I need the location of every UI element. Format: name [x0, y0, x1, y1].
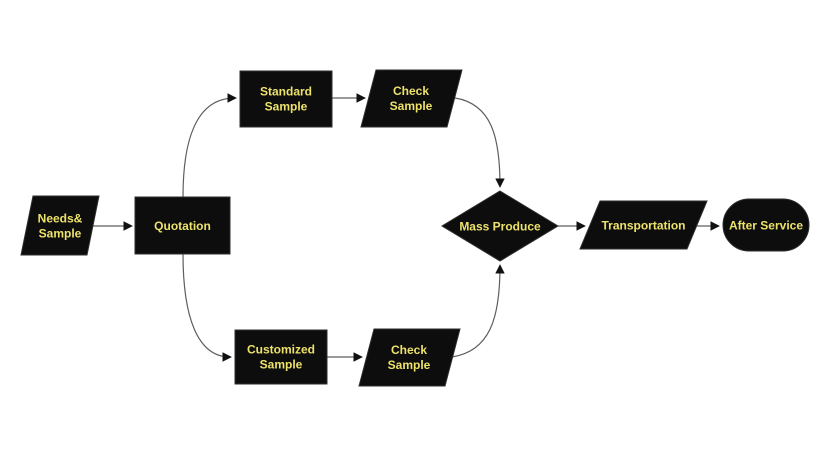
after-service-shape — [722, 198, 810, 252]
check-sample-bottom-shape — [358, 328, 461, 387]
node-transportation: Transportation — [579, 200, 708, 250]
node-check-sample-top: Check Sample — [360, 69, 463, 128]
node-needs-sample: Needs& Sample — [20, 195, 100, 256]
node-standard-sample: Standard Sample — [239, 70, 333, 128]
node-mass-produce: Mass Produce — [441, 190, 559, 262]
standard-sample-shape — [239, 70, 333, 128]
check-sample-bottom-label-line1: Check — [391, 343, 427, 357]
check-sample-top-label-line1: Check — [393, 84, 429, 98]
mass-produce-shape — [441, 190, 559, 262]
check-sample-top-label-line2: Sample — [390, 99, 433, 113]
node-check-sample-bottom: Check Sample — [358, 328, 461, 387]
standard-sample-label-line2: Sample — [265, 100, 308, 114]
customized-sample-label-line2: Sample — [260, 358, 303, 372]
edge-quotation-to-standard-sample — [182, 93, 237, 198]
quotation-label: Quotation — [154, 219, 211, 233]
needs-sample-label-line1: Needs& — [38, 212, 83, 226]
edge-quotation-to-customized-sample — [182, 253, 232, 362]
transportation-shape — [579, 200, 708, 250]
node-quotation: Quotation — [134, 196, 231, 255]
customized-sample-label-line1: Customized — [247, 343, 315, 357]
needs-sample-shape — [20, 195, 100, 256]
needs-sample-label-line2: Sample — [39, 227, 82, 241]
check-sample-top-shape — [360, 69, 463, 128]
check-sample-bottom-label-line2: Sample — [388, 358, 431, 372]
customized-sample-shape — [234, 329, 328, 385]
transportation-label: Transportation — [601, 219, 685, 233]
node-after-service: After Service — [722, 198, 810, 252]
mass-produce-label: Mass Produce — [459, 220, 541, 234]
standard-sample-label-line1: Standard — [260, 85, 312, 99]
quotation-shape — [134, 196, 231, 255]
edge-check-sample-top-to-mass-produce — [454, 97, 505, 188]
node-customized-sample: Customized Sample — [234, 329, 328, 385]
edges-layer — [93, 93, 720, 362]
edge-check-sample-bottom-to-mass-produce — [451, 264, 505, 358]
after-service-label: After Service — [729, 219, 803, 233]
